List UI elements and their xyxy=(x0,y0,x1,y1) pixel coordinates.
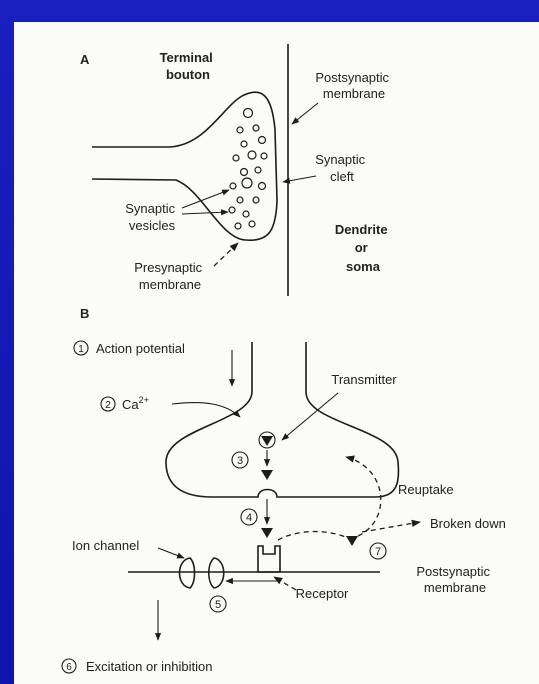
dendrite-or-soma-label: Dendrite or soma xyxy=(335,222,391,274)
broken-down-label: Broken down xyxy=(430,516,506,531)
step-6-number: 6 xyxy=(66,662,72,673)
step-5-number: 5 xyxy=(215,599,221,611)
receptor-shape xyxy=(258,546,280,572)
presynaptic-membrane-pointer xyxy=(214,243,238,266)
terminal-bouton-label: Terminal bouton xyxy=(160,50,217,82)
presynaptic-terminal-outline xyxy=(166,342,399,497)
transmitter-triangle-moving xyxy=(261,470,273,480)
transmitter-label: Transmitter xyxy=(331,372,397,387)
transmitter-triangle-degraded xyxy=(346,536,358,546)
transmitter-triangle-vesicle xyxy=(261,436,273,446)
step-3-number: 3 xyxy=(237,455,243,467)
ion-channel-left xyxy=(180,558,195,588)
step-4-number: 4 xyxy=(246,512,252,524)
synaptic-vesicles-label: Synaptic vesicles xyxy=(125,201,179,233)
receptor-label: Receptor xyxy=(296,586,349,601)
step-7-number: 7 xyxy=(375,546,381,558)
reuptake-label: Reuptake xyxy=(398,482,454,497)
transmitter-triangle-released xyxy=(261,528,273,538)
synaptic-vesicles xyxy=(229,109,267,230)
step-6-label: Excitation or inhibition xyxy=(86,659,212,674)
ion-channel-pointer xyxy=(158,548,184,558)
vesicles-pointer-2 xyxy=(182,212,228,214)
transmitter-diffusion-path xyxy=(278,532,348,541)
receptor-pointer xyxy=(274,577,296,590)
broken-down-arrow xyxy=(362,522,420,532)
postsynaptic-membrane-pointer-a xyxy=(292,103,318,124)
panel-a-letter: A xyxy=(80,52,90,67)
presynaptic-membrane-label: Presynaptic membrane xyxy=(134,260,206,292)
step-1-label: Action potential xyxy=(96,341,185,356)
postsynaptic-membrane-label-a: Postsynaptic membrane xyxy=(315,70,392,101)
ion-channel-right xyxy=(209,558,224,588)
step-2-number: 2 xyxy=(105,400,111,411)
synaptic-cleft-label: Synaptic cleft xyxy=(315,152,369,184)
ion-channel-label: Ion channel xyxy=(72,538,139,553)
step-1-number: 1 xyxy=(78,344,84,355)
calcium-label: Ca2+ xyxy=(122,395,149,412)
postsynaptic-membrane-label-b: Postsynaptic membrane xyxy=(416,564,493,595)
panel-b-letter: B xyxy=(80,306,89,321)
